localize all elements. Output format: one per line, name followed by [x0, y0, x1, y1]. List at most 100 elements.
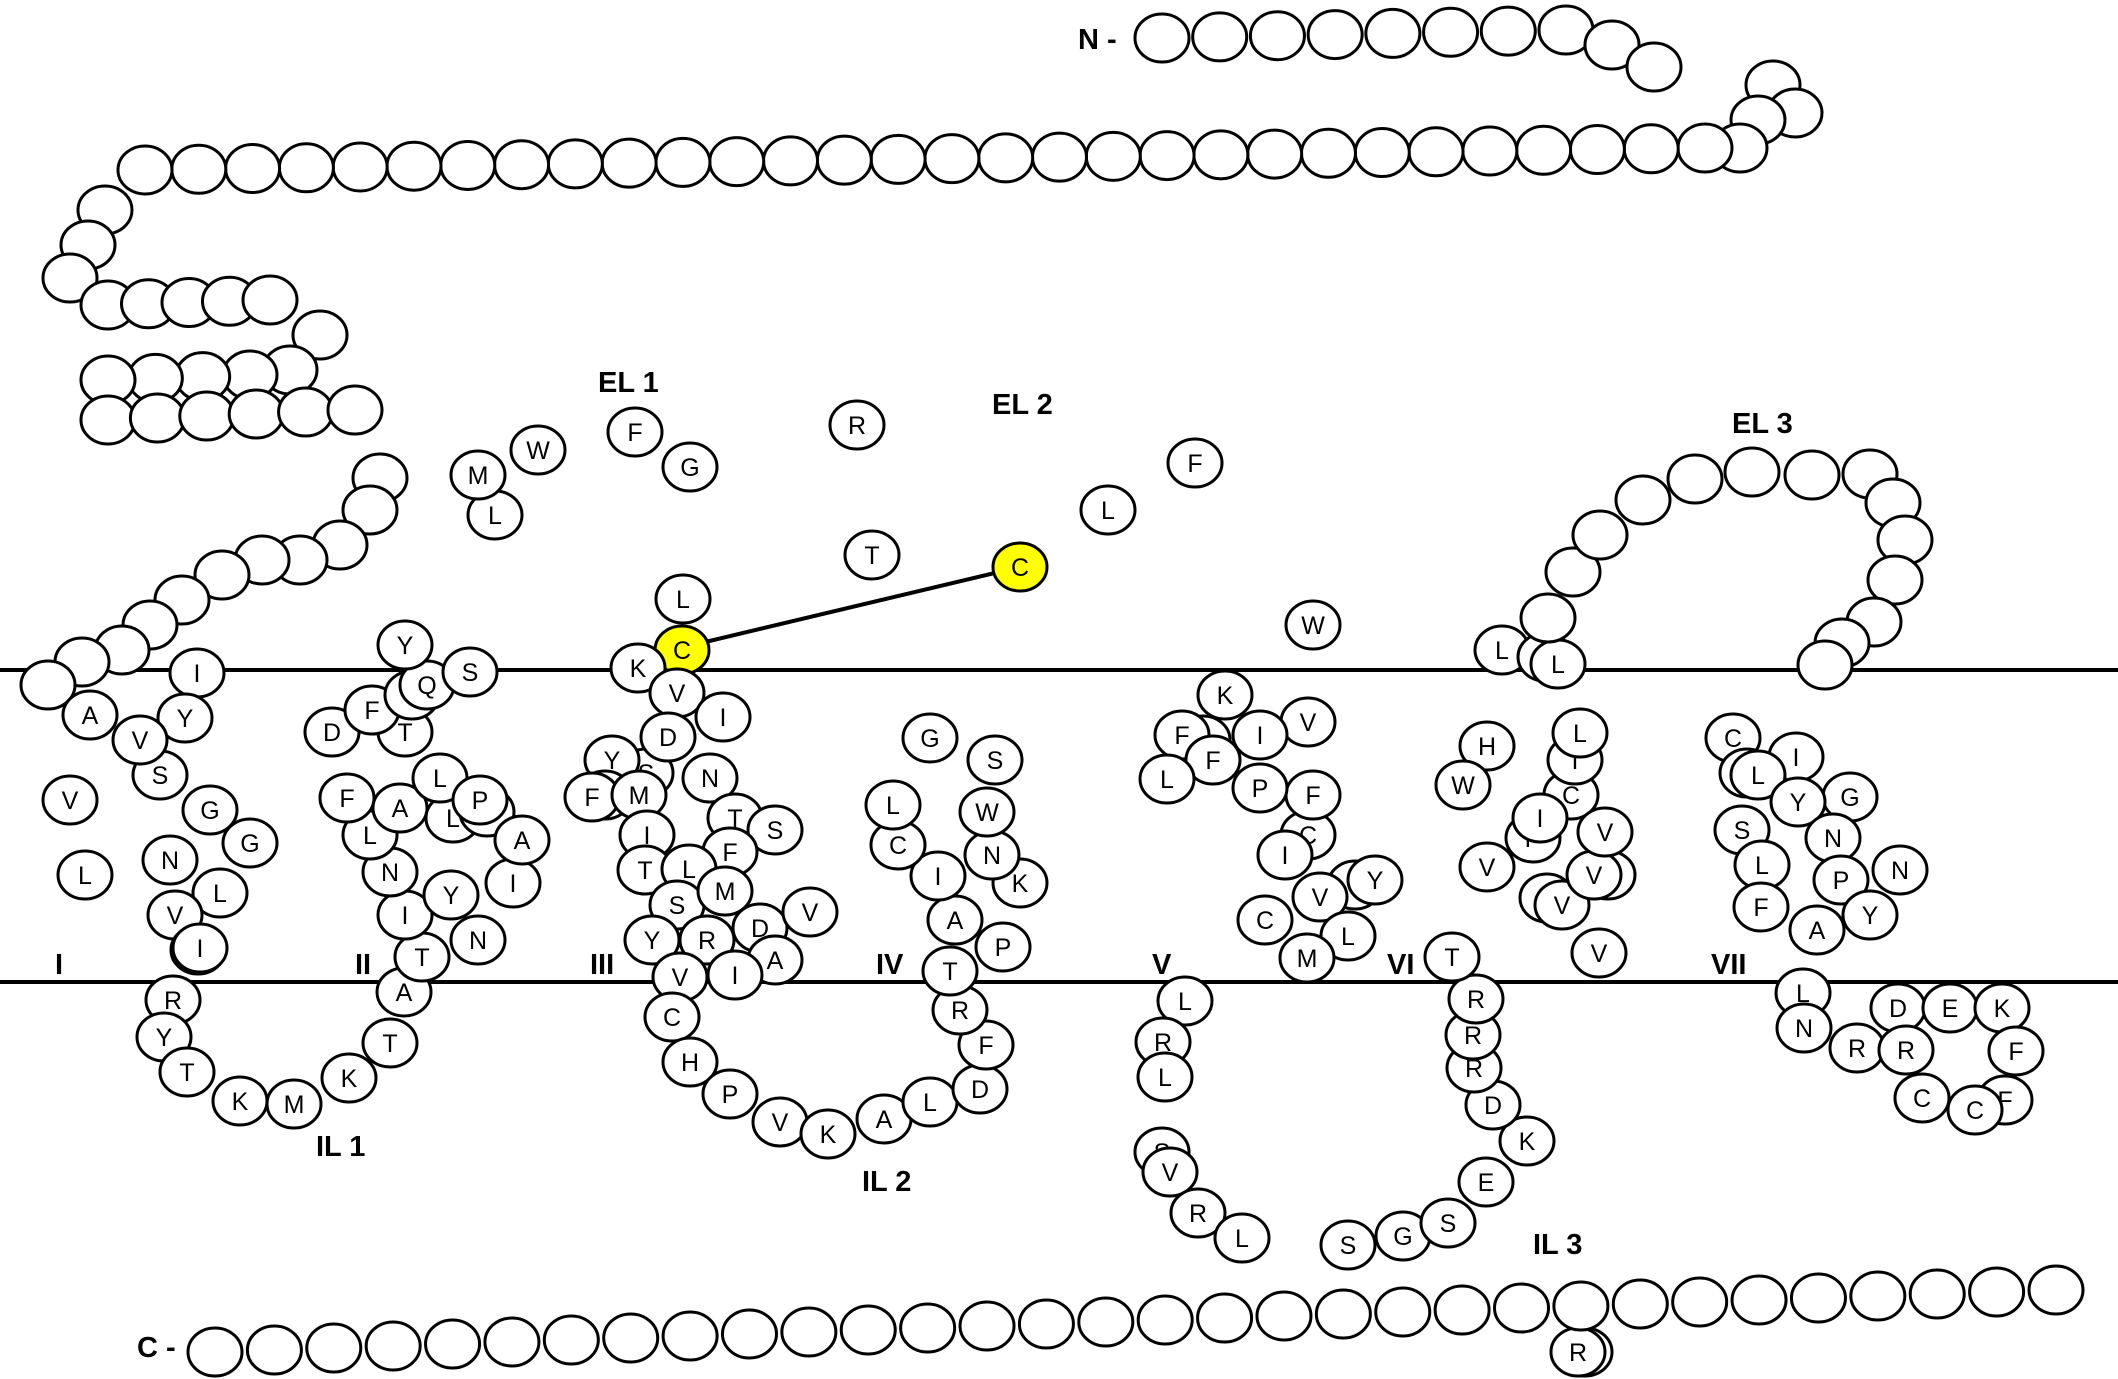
el2-loop-residue: [828, 399, 886, 451]
el3-loop-residue: [1666, 453, 1724, 505]
el1-loop-residue-letter: W: [526, 437, 550, 465]
c-terminal-tail-residue-letter: L: [1796, 980, 1810, 1008]
tm3-helix-residue-letter: I: [732, 962, 739, 990]
tm7-helix-residue-letter: P: [1833, 867, 1850, 895]
tm5-helix-residue-letter: P: [1252, 775, 1269, 803]
tm2-helix-residue: [441, 646, 499, 698]
tm3-helix-residue-letter: A: [767, 947, 784, 975]
tm2-helix-residue-letter: S: [462, 659, 479, 687]
tm3-helix-residue: [681, 752, 739, 804]
tm5-helix-residue: [1256, 829, 1314, 881]
n-terminal-tail-residue: [79, 394, 137, 446]
il3-loop-residue-letter: R: [1467, 986, 1485, 1014]
tm6-label: VI: [1387, 949, 1414, 981]
tm6-helix-residue-letter: I: [1572, 747, 1579, 775]
tm3-helix-residue-letter: D: [659, 724, 677, 752]
n-terminal-tail-residue: [291, 309, 349, 361]
tm6-helix-residue-letter: V: [1554, 892, 1571, 920]
il3-label: IL 3: [1533, 1229, 1582, 1261]
tm1-helix-residue: [191, 867, 249, 919]
n-terminal-tail-residue: [546, 138, 604, 190]
tm3-helix-residue: [694, 691, 752, 743]
il3-loop-residue: [1447, 973, 1505, 1025]
el2-loop-residue-letter: T: [864, 542, 879, 570]
tm2-helix-residue-letter: Y: [397, 632, 414, 660]
il2-loop-residue: [661, 1036, 719, 1088]
n-terminal-tail-residue: [923, 133, 981, 185]
il3-loop-residue: [1141, 1146, 1199, 1198]
il3-loop-residue-letter: L: [1235, 1225, 1249, 1253]
tm6-helix-residue-letter: C: [1562, 782, 1580, 810]
tm3-helix-residue-letter: V: [672, 964, 689, 992]
tm1-helix-residue-letter: I: [197, 935, 204, 963]
c-terminal-tail-residue-letter: C: [1966, 1097, 1984, 1125]
c-terminal-tail-residue: [1017, 1298, 1075, 1350]
n-terminal-tail-residue: [654, 136, 712, 188]
il1-loop-residue-letter: T: [382, 1030, 397, 1058]
il1-loop-residue: [320, 1052, 378, 1104]
tm3-helix-residue: [696, 865, 754, 917]
tm5-label: V: [1152, 949, 1172, 981]
tm3-helix-residue-letter: I: [644, 822, 651, 850]
tm6-helix-residue-letter: L: [1495, 637, 1509, 665]
tm2-helix-residue-letter: I: [402, 902, 409, 930]
c-terminal-tail-residue: [720, 1308, 778, 1360]
tm5-helix-residue-letter: I: [1282, 842, 1289, 870]
tm3-helix-residue: [639, 711, 697, 763]
el2-loop-b-residue: [1166, 437, 1224, 489]
c-terminal-tail-residue: [1255, 1290, 1313, 1342]
tm7-label: VII: [1711, 949, 1746, 981]
tm6-helix-residue-letter: I: [1537, 805, 1544, 833]
tm6-helix-residue: [1458, 720, 1516, 772]
tm2-helix-residue-letter: A: [514, 827, 531, 855]
c-terminal-tail-residue-letter: K: [1994, 995, 2011, 1023]
el1-loop-residue: [661, 441, 719, 493]
tm2-helix-residue: [422, 869, 480, 921]
el3-loop-residue: [1544, 546, 1602, 598]
tm1-helix-residue: [156, 692, 214, 744]
tm7-helix-residue: [1788, 904, 1846, 956]
il3-loop-residue-letter: S: [1440, 1210, 1457, 1238]
tm1-helix-residue: [111, 714, 169, 766]
n-terminal-tail-residue: [1030, 131, 1088, 183]
tm2-helix-residue-letter: P: [472, 787, 489, 815]
tm7-helix-residue-letter: N: [1891, 857, 1909, 885]
tm6-helix-residue-letter: H: [1478, 733, 1496, 761]
n-terminal-tail-residue: [116, 144, 174, 196]
el2-loop-b-residue: [1079, 484, 1137, 536]
n-terminal-tail-residue: [869, 133, 927, 185]
tm4-helix-residue-letter: G: [920, 725, 939, 753]
el2-loop-b-residue: [1284, 599, 1342, 651]
tm4-helix-residue: [909, 850, 967, 902]
tm1-helix-residue: [181, 784, 239, 836]
tm6-helix-residue: [1576, 806, 1634, 858]
n-terminal-tail-residue: [1515, 124, 1573, 176]
tm6-helix-residue-letter: L: [1551, 651, 1565, 679]
tm3-helix-residue-letter: Y: [644, 927, 661, 955]
il3-loop-residue-letter: R: [1464, 1022, 1482, 1050]
tm4-helix-residue: [966, 734, 1024, 786]
tm3-helix-residue: [609, 642, 667, 694]
el3-loop-residue: [1866, 554, 1924, 606]
c-terminal-tail-residue: [1730, 1274, 1788, 1326]
n-terminal-tail-residue: [1364, 7, 1422, 59]
tm5-helix-residue-letter: F: [1305, 782, 1320, 810]
tm1-helix-residue: [171, 922, 229, 974]
c-terminal-tail-residue: [1893, 1072, 1951, 1124]
c-terminal-tail-residue: [1611, 1278, 1669, 1330]
il2-loop-residue-letter: R: [951, 997, 969, 1025]
el3-loop-residue: [1614, 474, 1672, 526]
c-terminal-tail-residue: [899, 1302, 957, 1354]
tm3-helix-residue-letter: M: [629, 782, 650, 810]
n-terminal-tail-residue: [326, 384, 384, 436]
c-terminal-tail-residue: [1314, 1288, 1372, 1340]
tm7-helix-residue: [1769, 776, 1827, 828]
il2-loop-residue-letter: C: [663, 1004, 681, 1032]
tm5-helix-residue: [1278, 932, 1336, 984]
il1-loop-residue-letter: A: [396, 979, 413, 1007]
tm7-helix-residue-letter: I: [1793, 744, 1800, 772]
tm5-helix-residue: [1231, 762, 1289, 814]
tm2-helix-residue-letter: Q: [417, 672, 436, 700]
c-terminal-tail-residue: [780, 1306, 838, 1358]
c-terminal-tail-residue: [483, 1316, 541, 1368]
